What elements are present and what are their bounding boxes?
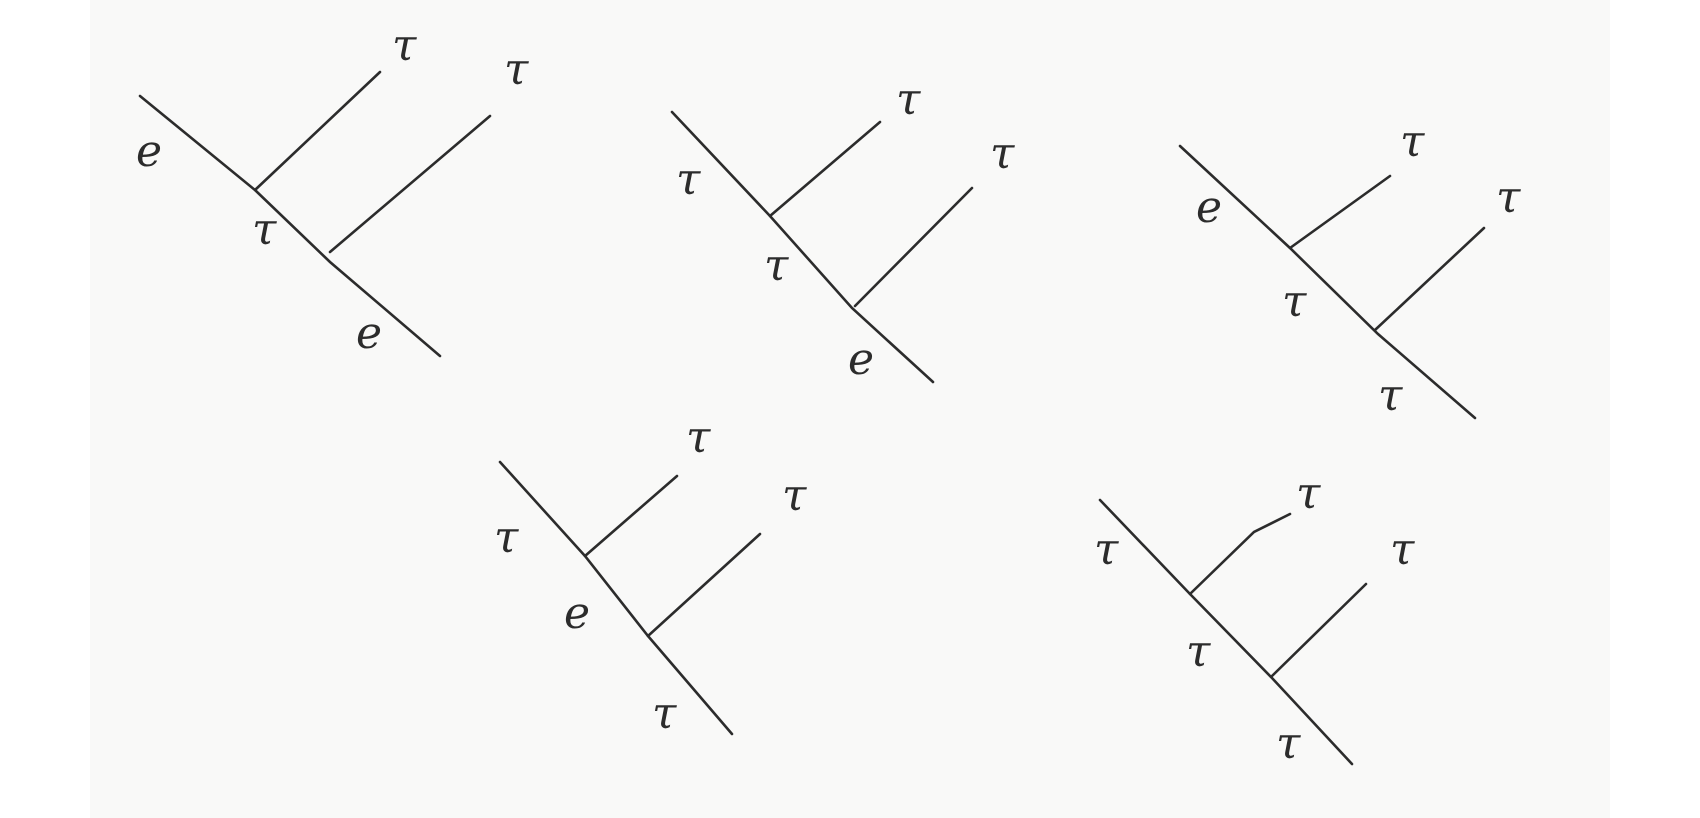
branch-line-2 bbox=[853, 186, 974, 308]
label-branch-1-tip: τ bbox=[896, 74, 921, 125]
label-trunk-bottom: e bbox=[848, 334, 874, 385]
label-branch-2-tip: τ bbox=[504, 44, 529, 95]
fusion-tree-5: τ τ τ τ τ bbox=[1094, 468, 1415, 769]
branch-line-2 bbox=[646, 532, 762, 638]
trunk-line bbox=[498, 460, 734, 736]
fusion-tree-3: e τ τ τ τ bbox=[1178, 116, 1521, 421]
trunk-line bbox=[1178, 144, 1477, 420]
paper-background bbox=[90, 0, 1610, 818]
label-trunk-middle: τ bbox=[252, 204, 277, 255]
branch-line-2 bbox=[1373, 226, 1486, 332]
label-trunk-middle: e bbox=[564, 588, 590, 639]
label-branch-1-tip: τ bbox=[392, 20, 417, 71]
branch-line-1 bbox=[1188, 512, 1292, 596]
label-branch-2-tip: τ bbox=[782, 470, 807, 521]
label-trunk-bottom: τ bbox=[1276, 718, 1301, 769]
label-branch-1-tip: τ bbox=[1400, 116, 1425, 167]
label-trunk-top: τ bbox=[1094, 524, 1119, 575]
label-trunk-bottom: τ bbox=[652, 688, 677, 739]
label-trunk-top: e bbox=[136, 126, 162, 177]
label-trunk-bottom: e bbox=[356, 308, 382, 359]
label-trunk-middle: τ bbox=[764, 240, 789, 291]
branch-line-2 bbox=[1270, 582, 1368, 678]
trunk-line bbox=[1098, 498, 1354, 766]
label-branch-2-tip: τ bbox=[1496, 172, 1521, 223]
label-trunk-top: τ bbox=[676, 154, 701, 205]
label-branch-2-tip: τ bbox=[1390, 524, 1415, 575]
fusion-tree-4: τ e τ τ τ bbox=[494, 412, 807, 739]
fusion-tree-1: e τ e τ τ bbox=[136, 20, 529, 359]
fusion-tree-2: τ τ e τ τ bbox=[670, 74, 1015, 385]
label-trunk-middle: τ bbox=[1282, 276, 1307, 327]
label-trunk-top: e bbox=[1196, 182, 1222, 233]
branch-line-1 bbox=[1288, 174, 1392, 250]
label-branch-1-tip: τ bbox=[686, 412, 711, 463]
label-trunk-bottom: τ bbox=[1378, 370, 1403, 421]
trunk-line bbox=[670, 110, 935, 384]
branch-line-1 bbox=[768, 120, 882, 218]
label-branch-2-tip: τ bbox=[990, 128, 1015, 179]
branch-line-1 bbox=[583, 474, 679, 558]
trunk-line bbox=[138, 94, 442, 358]
branch-line-2 bbox=[328, 114, 492, 254]
label-trunk-top: τ bbox=[494, 512, 519, 563]
label-branch-1-tip: τ bbox=[1296, 468, 1321, 519]
label-trunk-middle: τ bbox=[1186, 626, 1211, 677]
branch-line-1 bbox=[253, 70, 382, 192]
